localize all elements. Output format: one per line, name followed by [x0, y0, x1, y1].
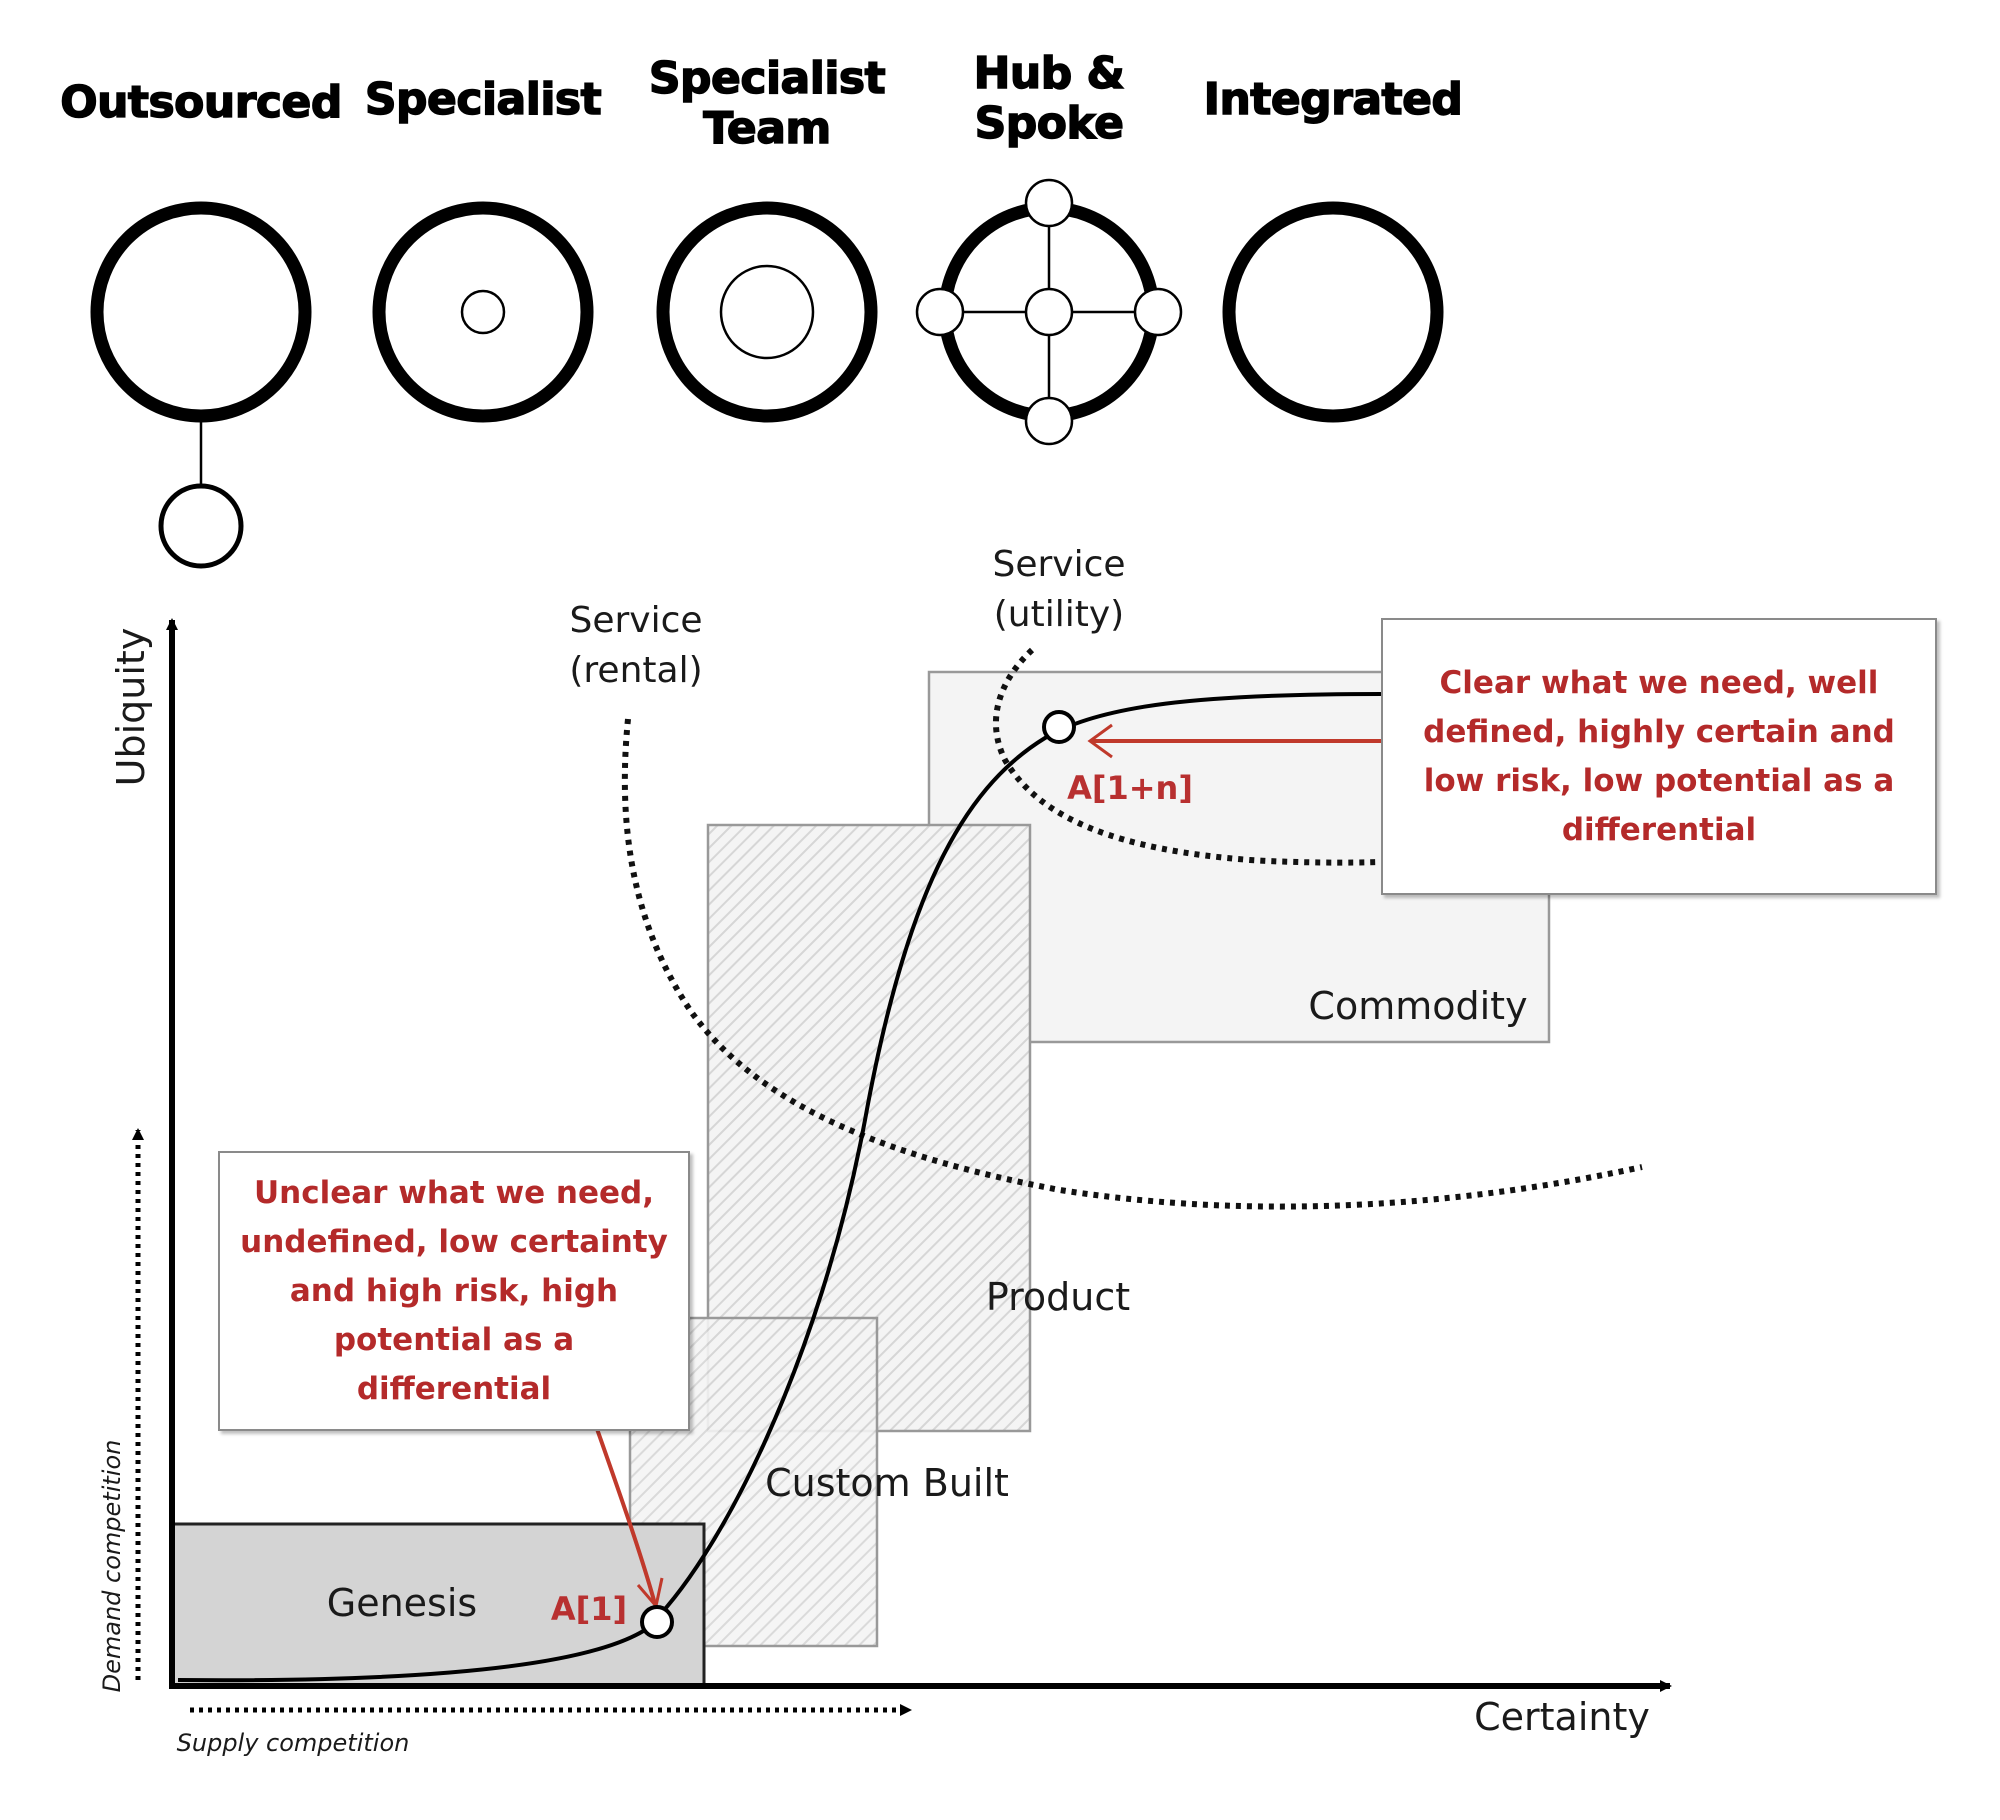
service-utility-curve [993, 647, 1382, 866]
hub-node-top [1024, 178, 1074, 228]
lower-callout-text: Unclear what we need, undefined, low cer… [240, 1169, 668, 1414]
point-a1n [1042, 710, 1076, 744]
evolution-curve [177, 692, 1382, 1683]
label-custom-built: Custom Built [765, 1461, 1009, 1505]
lower-callout: Unclear what we need, undefined, low cer… [218, 1151, 690, 1431]
icon-outsourced [90, 201, 312, 569]
specialist-team-ring [656, 201, 878, 423]
point-a1 [640, 1605, 674, 1639]
callout-line: Unclear what we need, [253, 1174, 655, 1211]
icon-specialist [372, 201, 594, 423]
genesis-box [170, 1522, 706, 1688]
callout-line: differential [1561, 811, 1757, 848]
icon-specialist-team [656, 201, 878, 423]
upper-callout: Clear what we need, well defined, highly… [1381, 618, 1937, 895]
callout-line: Clear what we need, well [1439, 664, 1879, 701]
callout-line: differential [356, 1370, 552, 1407]
hub-node-center [1024, 287, 1074, 337]
title-line: Specialist [648, 53, 886, 105]
service-rental-curve [621, 718, 1643, 1210]
title-line: Hub & [973, 48, 1126, 100]
title-line: Integrated [1203, 74, 1464, 126]
label-product: Product [985, 1275, 1131, 1319]
icon-integrated [1222, 201, 1444, 423]
label-service-rental: Service (rental) [569, 596, 702, 696]
title-line: Spoke [974, 98, 1125, 150]
callout-line: undefined, low certainty [240, 1223, 668, 1260]
hub-node-left [915, 287, 965, 337]
specialist-ring [372, 201, 594, 423]
service-line: Service [992, 544, 1126, 585]
title-integrated: Integrated [1203, 74, 1464, 126]
label-demand-competition: Demand competition [98, 1439, 126, 1693]
specialist-core [460, 289, 506, 335]
callout-line: low risk, low potential as a [1423, 762, 1895, 799]
callout-line: potential as a [333, 1321, 575, 1358]
title-specialist: Specialist [364, 74, 602, 126]
label-a1: A[1] [550, 1590, 628, 1628]
lower-callout-arrow [588, 1408, 657, 1605]
label-service-utility: Service (utility) [992, 540, 1125, 640]
hub-node-bottom [1024, 396, 1074, 446]
label-commodity: Commodity [1308, 984, 1528, 1028]
outsourced-ring [90, 201, 312, 423]
outsourced-node [158, 483, 244, 569]
upper-arrowhead [1087, 723, 1113, 759]
title-hub-spoke: Hub & Spoke [973, 48, 1126, 150]
upper-callout-text: Clear what we need, well defined, highly… [1423, 659, 1895, 855]
title-outsourced: Outsourced [59, 77, 343, 129]
hub-node-right [1133, 287, 1183, 337]
label-genesis: Genesis [326, 1581, 478, 1625]
callout-line: defined, highly certain and [1423, 713, 1895, 750]
specialist-team-core [719, 264, 815, 360]
title-line: Specialist [364, 74, 602, 126]
label-supply-competition: Supply competition [176, 1729, 410, 1757]
title-specialist-team: Specialist Team [648, 53, 886, 155]
service-line: Service [569, 600, 703, 641]
integrated-ring [1222, 201, 1444, 423]
title-line: Team [702, 103, 832, 155]
label-a1n: A[1+n] [1067, 769, 1193, 807]
callout-line: and high risk, high [289, 1272, 619, 1309]
label-certainty: Certainty [1474, 1695, 1650, 1739]
service-line: (utility) [993, 594, 1125, 635]
service-line: (rental) [569, 650, 703, 691]
icon-hub-spoke [915, 178, 1183, 446]
label-ubiquity: Ubiquity [109, 627, 153, 787]
title-line: Outsourced [59, 77, 343, 129]
